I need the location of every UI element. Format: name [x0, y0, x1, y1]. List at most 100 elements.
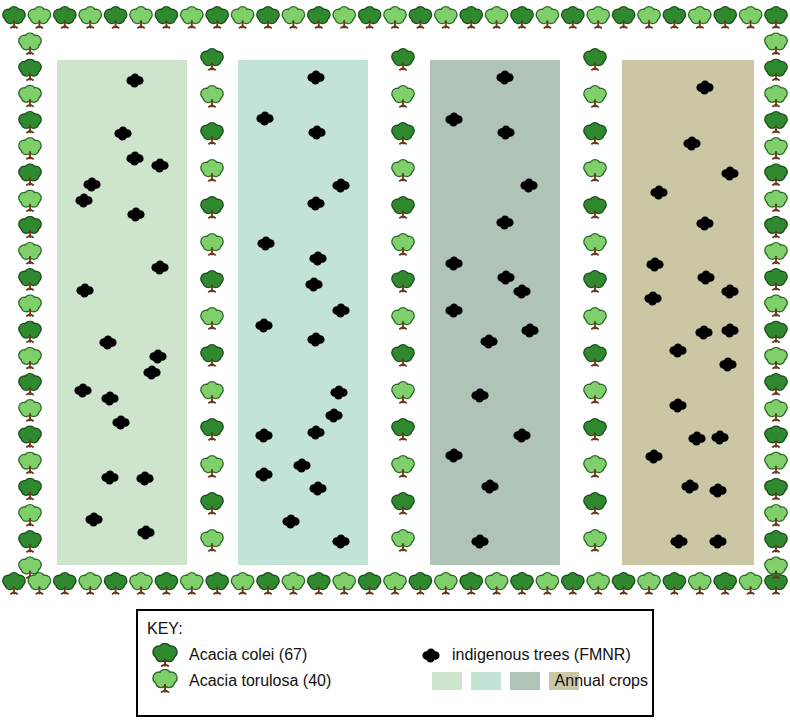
acacia-tree [392, 49, 414, 70]
acacia-tree [409, 7, 431, 28]
acacia-tree [79, 7, 101, 28]
acacia-tree [19, 452, 41, 473]
crop-strip [57, 60, 187, 565]
acacia-tree [201, 49, 223, 70]
crop-swatch [510, 672, 540, 690]
acacia-tree [536, 7, 558, 28]
acacia-tree [201, 86, 223, 107]
acacia-tree [584, 419, 606, 440]
acacia-tree [19, 374, 41, 395]
acacia-tree [384, 573, 406, 594]
indigenous-tree [445, 113, 462, 127]
acacia-tree [765, 400, 787, 421]
acacia-tree [201, 530, 223, 551]
indigenous-tree [255, 429, 272, 443]
acacia-tree [536, 573, 558, 594]
acacia-tree [765, 295, 787, 316]
indigenous-tree [471, 389, 488, 403]
acacia-tree [584, 234, 606, 255]
acacia-tree [765, 33, 787, 54]
indigenous-tree [325, 409, 342, 423]
indigenous-tree [309, 482, 326, 496]
acacia-tree [201, 382, 223, 403]
acacia-tree [460, 7, 482, 28]
indigenous-tree [513, 285, 530, 299]
acacia-tree [765, 243, 787, 264]
acacia-tree [358, 573, 380, 594]
acacia-tree [392, 234, 414, 255]
acacia-tree [689, 7, 711, 28]
acacia-tree [765, 138, 787, 159]
indigenous-tree [126, 74, 143, 88]
acacia-tree [257, 573, 279, 594]
indigenous-tree [257, 237, 274, 251]
acacia-tree [392, 271, 414, 292]
indigenous-tree [719, 358, 736, 372]
indigenous-tree [670, 535, 687, 549]
indigenous-tree [293, 459, 310, 473]
colei-icon [153, 644, 177, 667]
indigenous-tree [721, 285, 738, 299]
torulosa-icon [153, 670, 177, 693]
acacia-tree [201, 345, 223, 366]
indigenous-tree [83, 178, 100, 192]
acacia-tree [3, 573, 25, 594]
indigenous-tree [445, 257, 462, 271]
acacia-tree [584, 308, 606, 329]
indigenous-tree [151, 159, 168, 173]
acacia-tree [584, 345, 606, 366]
indigenous-tree [151, 261, 168, 275]
indigenous-tree [307, 71, 324, 85]
acacia-tree [638, 573, 660, 594]
acacia-tree [584, 530, 606, 551]
acacia-tree [765, 478, 787, 499]
blob-icon [422, 649, 439, 663]
acacia-tree [54, 573, 76, 594]
acacia-tree [19, 33, 41, 54]
acacia-tree [201, 456, 223, 477]
crop-strip [430, 60, 560, 565]
acacia-tree [201, 197, 223, 218]
acacia-tree [19, 426, 41, 447]
acacia-tree [206, 7, 228, 28]
acacia-tree [511, 7, 533, 28]
acacia-tree [104, 7, 126, 28]
indigenous-tree [75, 194, 92, 208]
acacia-tree [584, 49, 606, 70]
acacia-tree [587, 573, 609, 594]
acacia-tree [562, 7, 584, 28]
acacia-tree [104, 573, 126, 594]
acacia-tree [201, 419, 223, 440]
indigenous-tree [330, 386, 347, 400]
acacia-tree [155, 7, 177, 28]
indigenous-tree [481, 480, 498, 494]
acacia-tree [181, 7, 203, 28]
acacia-tree [392, 530, 414, 551]
acacia-tree [485, 7, 507, 28]
indigenous-tree [681, 480, 698, 494]
acacia-tree [765, 347, 787, 368]
legend-entry: Acacia torulosa (40) [189, 672, 331, 690]
indigenous-tree [711, 431, 728, 445]
acacia-tree [282, 7, 304, 28]
acacia-tree [19, 295, 41, 316]
indigenous-tree [101, 392, 118, 406]
indigenous-tree [99, 336, 116, 350]
acacia-tree [54, 7, 76, 28]
indigenous-tree [332, 304, 349, 318]
acacia-tree [765, 59, 787, 80]
indigenous-tree [112, 416, 129, 430]
acacia-tree [765, 85, 787, 106]
indigenous-tree [85, 513, 102, 527]
indigenous-tree [332, 535, 349, 549]
indigenous-trees [74, 71, 738, 549]
acacia-tree [765, 321, 787, 342]
acacia-tree [765, 216, 787, 237]
acacia-tree [201, 160, 223, 181]
acacia-tree [435, 7, 457, 28]
legend-box [137, 610, 653, 716]
indigenous-tree [332, 179, 349, 193]
indigenous-tree [307, 333, 324, 347]
acacia-tree [257, 7, 279, 28]
